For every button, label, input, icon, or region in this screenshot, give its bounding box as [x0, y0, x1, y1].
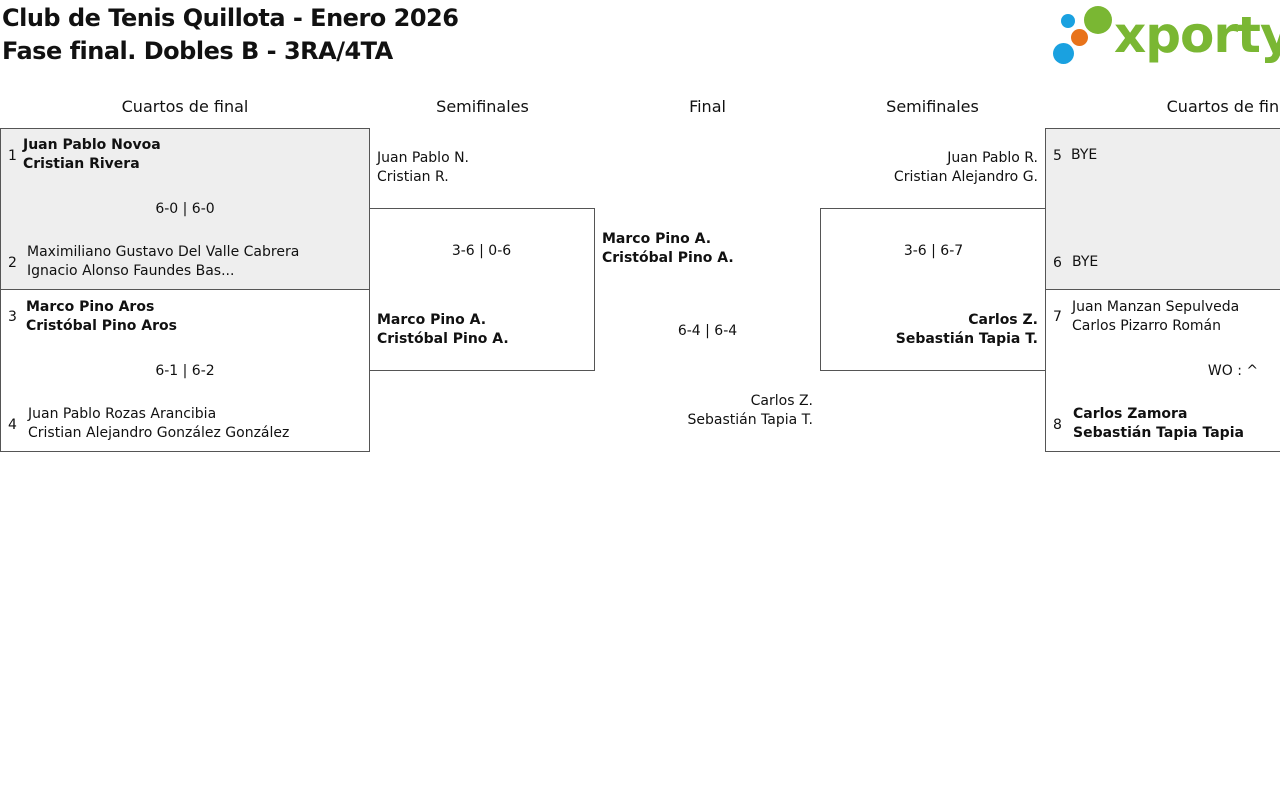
match-score: 3-6 | 0-6 [451, 243, 512, 259]
player-name: Carlos Pizarro Román [1072, 318, 1221, 334]
player-name: Sebastián Tapia Tapia [1073, 425, 1244, 441]
left-qf-match-2: 3 Marco Pino Aros Cristóbal Pino Aros 6-… [0, 289, 370, 452]
player-name: Ignacio Alonso Faundes Bas... [27, 263, 235, 279]
match-score: WO : ^ [1207, 363, 1259, 379]
left-sf-bracket: 3-6 | 0-6 Marco Pino A. Cristóbal Pino A… [369, 208, 595, 371]
seed-number: 2 [8, 255, 17, 271]
page-title: Club de Tenis Quillota - Enero 2026 [2, 4, 459, 32]
player-name: BYE [1071, 147, 1098, 163]
right-qf-match-1: 5 BYE 6 BYE [1045, 128, 1280, 290]
player-name: Juan Manzan Sepulveda [1072, 299, 1240, 315]
seed-number: 8 [1053, 417, 1062, 433]
player-name: Juan Pablo R. [947, 150, 1038, 166]
player-name: Marco Pino A. [602, 231, 712, 247]
player-name: Sebastián Tapia T. [687, 412, 813, 428]
player-name: Cristian Alejandro G. [893, 169, 1038, 185]
seed-number: 6 [1053, 255, 1062, 271]
page-subtitle: Fase final. Dobles B - 3RA/4TA [2, 37, 393, 65]
player-name: Cristian Rivera [23, 156, 140, 172]
player-name: Carlos Z. [750, 393, 813, 409]
player-name: Cristian Alejandro González González [28, 425, 290, 441]
seed-number: 4 [8, 417, 17, 433]
seed-number: 3 [8, 309, 17, 325]
round-header-right-sf: Semifinales [886, 97, 979, 116]
xporty-logo: xporty [1050, 4, 1280, 68]
logo-dot-green-icon [1084, 6, 1112, 34]
player-name: Maximiliano Gustavo Del Valle Cabrera [27, 244, 300, 260]
final-score: 6-4 | 6-4 [677, 323, 738, 339]
seed-number: 1 [8, 148, 17, 164]
match-score: 6-0 | 6-0 [155, 201, 215, 217]
match-score: 3-6 | 6-7 [903, 243, 964, 259]
round-header-final: Final [689, 97, 726, 116]
player-name: Cristóbal Pino A. [602, 250, 734, 266]
player-name: Cristóbal Pino A. [377, 331, 509, 347]
seed-number: 7 [1053, 309, 1062, 325]
player-name: BYE [1072, 254, 1099, 270]
player-name: Carlos Z. [968, 312, 1038, 328]
round-header-left-sf: Semifinales [436, 97, 529, 116]
left-qf-match-1: 1 Juan Pablo Novoa Cristian Rivera 6-0 |… [0, 128, 370, 290]
right-sf-bracket: 3-6 | 6-7 Carlos Z. Sebastián Tapia T. [820, 208, 1046, 371]
player-name: Cristian R. [377, 169, 449, 185]
match-score: 6-1 | 6-2 [155, 363, 215, 379]
seed-number: 5 [1053, 148, 1062, 164]
round-header-right-qf: Cuartos de final [1166, 97, 1280, 116]
player-name: Marco Pino A. [377, 312, 487, 328]
player-name: Sebastián Tapia T. [895, 331, 1038, 347]
right-qf-match-2: 7 Juan Manzan Sepulveda Carlos Pizarro R… [1045, 289, 1280, 452]
player-name: Juan Pablo N. [377, 150, 470, 166]
player-name: Juan Pablo Rozas Arancibia [28, 406, 217, 422]
player-name: Carlos Zamora [1073, 406, 1188, 422]
logo-wordmark: xporty [1114, 6, 1280, 64]
round-header-left-qf: Cuartos de final [121, 97, 249, 116]
logo-dot-orange-icon [1071, 29, 1088, 46]
player-name: Juan Pablo Novoa [23, 137, 161, 153]
player-name: Cristóbal Pino Aros [26, 318, 177, 334]
logo-dot-blue-small-icon [1061, 14, 1075, 28]
logo-dot-blue-icon [1053, 43, 1074, 64]
player-name: Marco Pino Aros [26, 299, 155, 315]
